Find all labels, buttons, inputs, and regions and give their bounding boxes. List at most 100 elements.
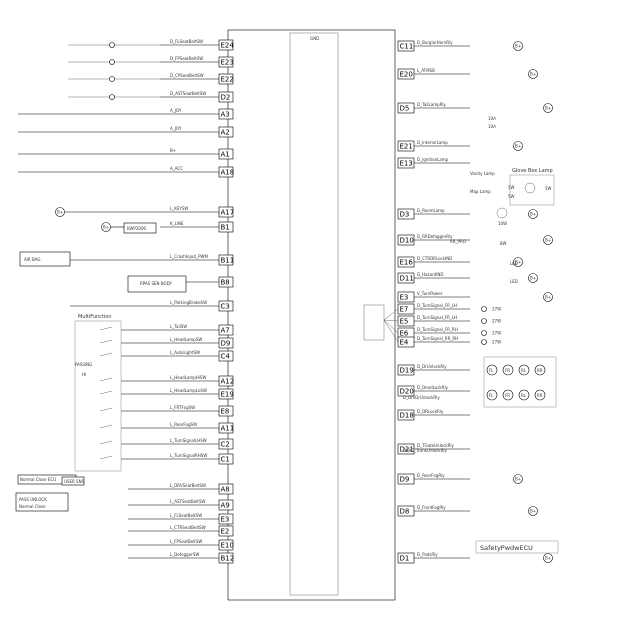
turn-watt-label: 27W bbox=[492, 307, 501, 312]
turn-lamp-icon bbox=[481, 339, 487, 345]
right-pin-E6-id: E6 bbox=[400, 330, 409, 338]
right-pin-D5-label: D_TailLampRly bbox=[417, 102, 447, 107]
right-pin-D5-id: D5 bbox=[400, 105, 410, 113]
rpower-10 bbox=[528, 506, 538, 516]
left-pin-E2-id: E2 bbox=[221, 528, 230, 536]
rpower-4-label: B+ bbox=[530, 212, 536, 217]
room-lamp-icon bbox=[496, 207, 508, 219]
lock-indicator-label: FL bbox=[489, 368, 494, 373]
glove-watt-label: 5W bbox=[545, 186, 552, 191]
right-pin-E21-id: E21 bbox=[400, 143, 413, 151]
left-pin-E10-id: E10 bbox=[221, 542, 234, 550]
rpower-9-label: B+ bbox=[515, 477, 521, 482]
map-lamp-label: Map Lamp bbox=[470, 189, 491, 194]
left-pin-B12-id: B12 bbox=[221, 555, 235, 563]
lock-indicator2-FL bbox=[486, 389, 498, 401]
rpower-7 bbox=[528, 273, 538, 283]
rpower-0 bbox=[513, 41, 523, 51]
turn-bus-link bbox=[383, 319, 399, 343]
right-pin-E3-label: V_TurnPower bbox=[417, 291, 443, 296]
lock-motor-box bbox=[483, 356, 557, 408]
airbag-label: AIR BAG bbox=[24, 257, 40, 262]
kline-power-label: B+ bbox=[103, 225, 109, 230]
turn-bus-link bbox=[383, 319, 399, 322]
rpower-1-label: B+ bbox=[530, 72, 536, 77]
left-pin-E3-id: E3 bbox=[221, 516, 230, 524]
rpower-3-label: B+ bbox=[515, 144, 521, 149]
left-pin-C4-label: L_AutoLightSW bbox=[170, 350, 200, 355]
left-pin-C1-id: C1 bbox=[221, 456, 230, 464]
right-pin-C11-label: D_BurglarHornRly bbox=[417, 40, 453, 45]
kline-power bbox=[101, 222, 111, 232]
lock-indicator2-RL bbox=[518, 389, 530, 401]
normal-close-ecu-label: Normal Close ECU bbox=[20, 477, 56, 482]
rpower-11 bbox=[543, 553, 553, 563]
tail-10a-label: 10A bbox=[488, 116, 496, 121]
rr-pro-watt-label: 8W bbox=[500, 241, 507, 246]
right-pin-E16-label: D_CTRDRLockIND bbox=[417, 256, 452, 261]
left-pin-B8-id: B8 bbox=[221, 279, 230, 287]
right-pin-D9-id: D9 bbox=[400, 476, 410, 484]
lock-indicator-FL bbox=[486, 364, 498, 376]
lock-indicator-label: RR bbox=[537, 368, 543, 373]
right-pin-D10-id: D10 bbox=[400, 237, 414, 245]
left-pin-A12-id: A12 bbox=[221, 378, 235, 386]
turn-watt-label: 27W bbox=[492, 319, 501, 324]
left-pin-B1-label: K_LINE bbox=[170, 221, 184, 226]
mf-switch-icon bbox=[99, 352, 113, 357]
right-pin-D3-label: D_RoomLamp bbox=[417, 208, 445, 213]
left-pin-E23-label: D_FPSeatBeltSW bbox=[170, 56, 203, 61]
left-pin-E8-label: L_FRTFogSW bbox=[170, 405, 195, 410]
vanity-lamp-label: Vanity Lamp bbox=[470, 171, 495, 176]
left-pin-A8-id: A8 bbox=[221, 486, 230, 494]
kwp-box bbox=[123, 222, 157, 234]
left-pin-E24-label: D_FLSeatBeltSW bbox=[170, 39, 203, 44]
left-pin-C4-id: C4 bbox=[221, 353, 231, 361]
left-pin-A1-label: B+ bbox=[170, 148, 176, 153]
rpower-0-label: B+ bbox=[515, 44, 521, 49]
lock-indicator2-label: RL bbox=[521, 393, 527, 398]
right-pin-E3-id: E3 bbox=[400, 294, 409, 302]
rpower-6-label: B+ bbox=[515, 260, 521, 265]
rpower-2-label: B+ bbox=[545, 106, 551, 111]
left-pin-A2-id: A2 bbox=[221, 129, 230, 137]
left-pin-A8-label: L_DRVSeatBeltSW bbox=[170, 483, 206, 488]
seatbelt-switch-icon bbox=[109, 59, 115, 65]
map-watt-label: 5W bbox=[508, 194, 515, 199]
rpas-label: RPAS SEN BODY bbox=[140, 281, 172, 286]
rpower-11-label: B+ bbox=[545, 556, 551, 561]
ctr-led-label: LED bbox=[510, 261, 518, 266]
left-pin-B12-label: L_DefoggerSW bbox=[170, 552, 199, 557]
lock-indicator2-label: RR bbox=[537, 393, 543, 398]
seatbelt-switch-icon bbox=[109, 42, 115, 48]
left-pin-A1-id: A1 bbox=[221, 151, 230, 159]
left-pin-A7-label: L_TailSW bbox=[170, 324, 187, 329]
right-pin-D21-id: D21 bbox=[400, 446, 414, 454]
right-pin-D8-label: D_FrontFogRly bbox=[417, 505, 446, 510]
left-pin-A2-label: A_JOY bbox=[170, 126, 182, 131]
mf-switch-icon bbox=[99, 440, 113, 445]
rpower-2 bbox=[543, 103, 553, 113]
left-pin-A17-label: L_KEYSW bbox=[170, 206, 188, 211]
right-pin-D11-label: D_HazardIND bbox=[417, 272, 443, 277]
left-pin-A11-id: A11 bbox=[221, 425, 235, 433]
left-pin-C2-id: C2 bbox=[221, 441, 230, 449]
right-pin-D8-id: D8 bbox=[400, 508, 410, 516]
right-pin-group: C11D_BurglarHornRlyE20L_ATMSBD5D_TailLam… bbox=[397, 40, 458, 564]
seatbelt-switch-icon bbox=[109, 94, 115, 100]
right-pin-E6-label: D_TurnSignal_FR_RH bbox=[417, 327, 458, 332]
safety-ecu-box bbox=[475, 540, 559, 554]
left-pin-E22-label: D_CPSeatBeltSW bbox=[170, 73, 204, 78]
right-pin-E5-id: E5 bbox=[400, 318, 409, 326]
lock-indicator-label: RL bbox=[521, 368, 527, 373]
pass-unlock-line2: Normal Close bbox=[19, 504, 46, 509]
left-pin-A7-id: A7 bbox=[221, 327, 230, 335]
center-label: GND bbox=[310, 36, 319, 41]
safety-ecu-label: SafetyPwdwECU bbox=[480, 544, 533, 552]
right-pin-D19-label: D_DrUnlockRly bbox=[417, 364, 447, 369]
turn-lamp-icon bbox=[481, 330, 487, 336]
mf-switch-icon bbox=[99, 377, 113, 382]
rpower-5 bbox=[543, 235, 553, 245]
rpower-7-label: B+ bbox=[530, 276, 536, 281]
